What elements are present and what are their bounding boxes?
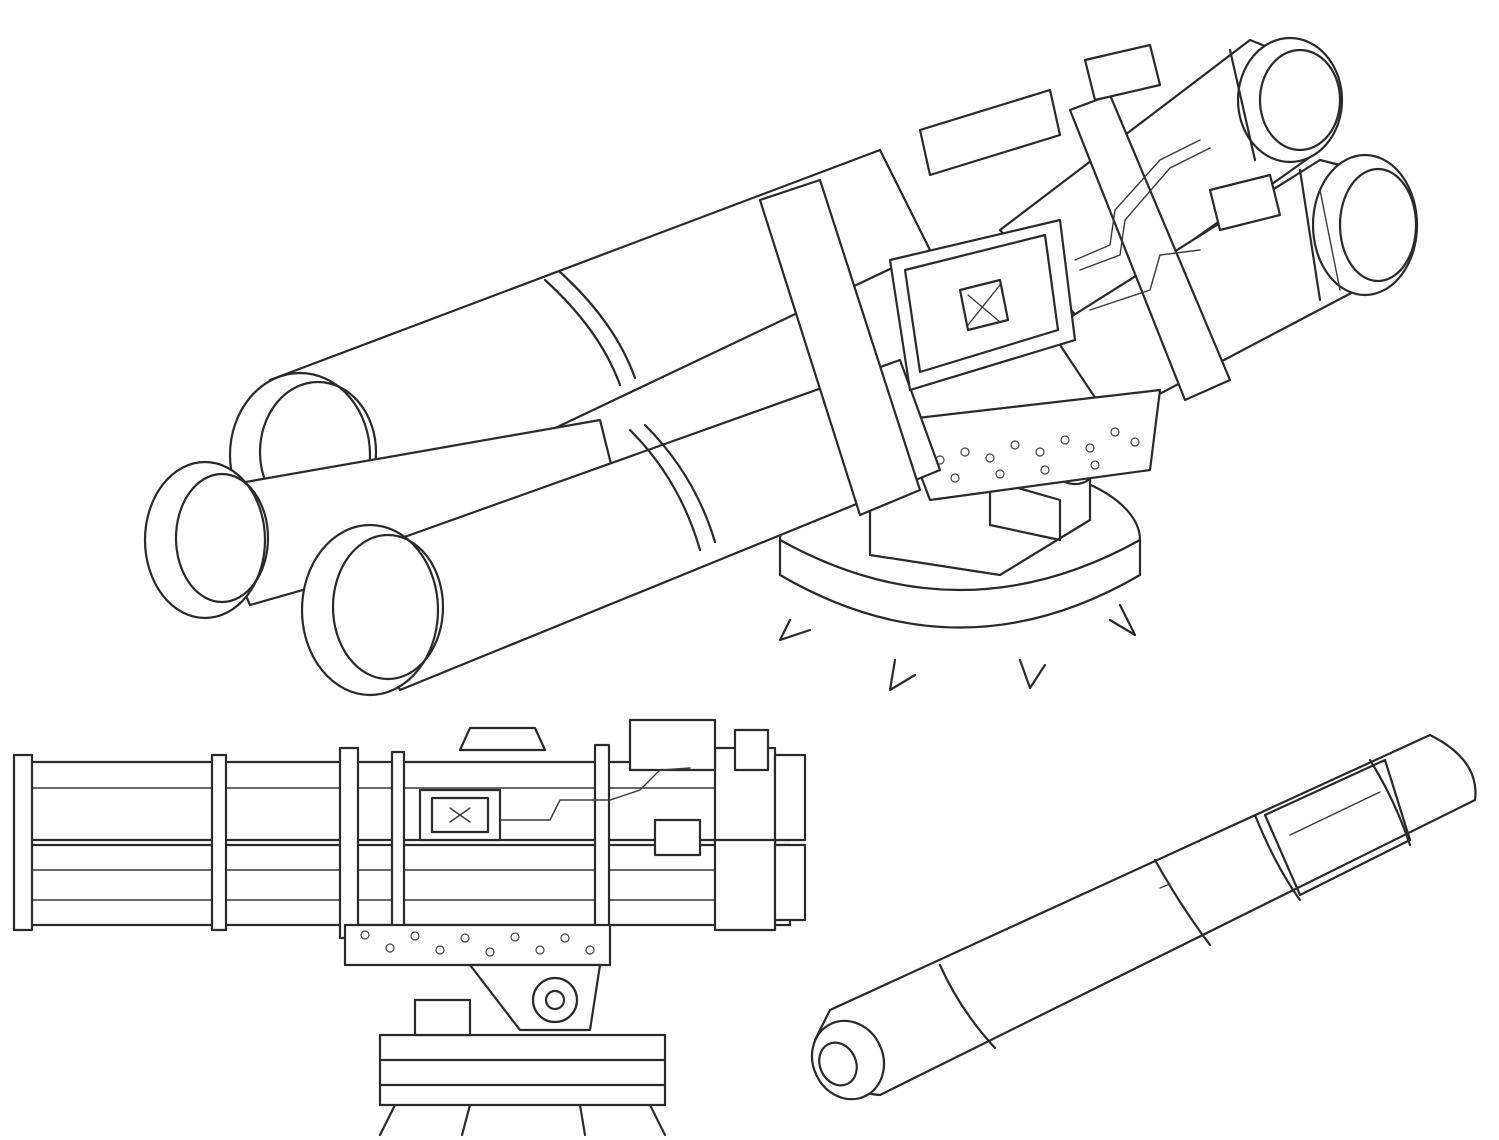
launcher-side-view	[12, 718, 807, 1137]
clamp-bands	[758, 93, 1232, 517]
front-lower-right-tube	[300, 358, 942, 697]
missile-round-view	[810, 733, 1477, 1101]
side-frame-plate	[898, 388, 1162, 502]
launcher-perspective-view	[143, 36, 1419, 697]
rear-lower-tube	[1048, 153, 1419, 422]
top-access-box	[918, 43, 1282, 232]
front-lower-left-tube	[143, 418, 622, 620]
cable-runs	[1074, 139, 1211, 311]
central-housing	[888, 218, 1077, 392]
